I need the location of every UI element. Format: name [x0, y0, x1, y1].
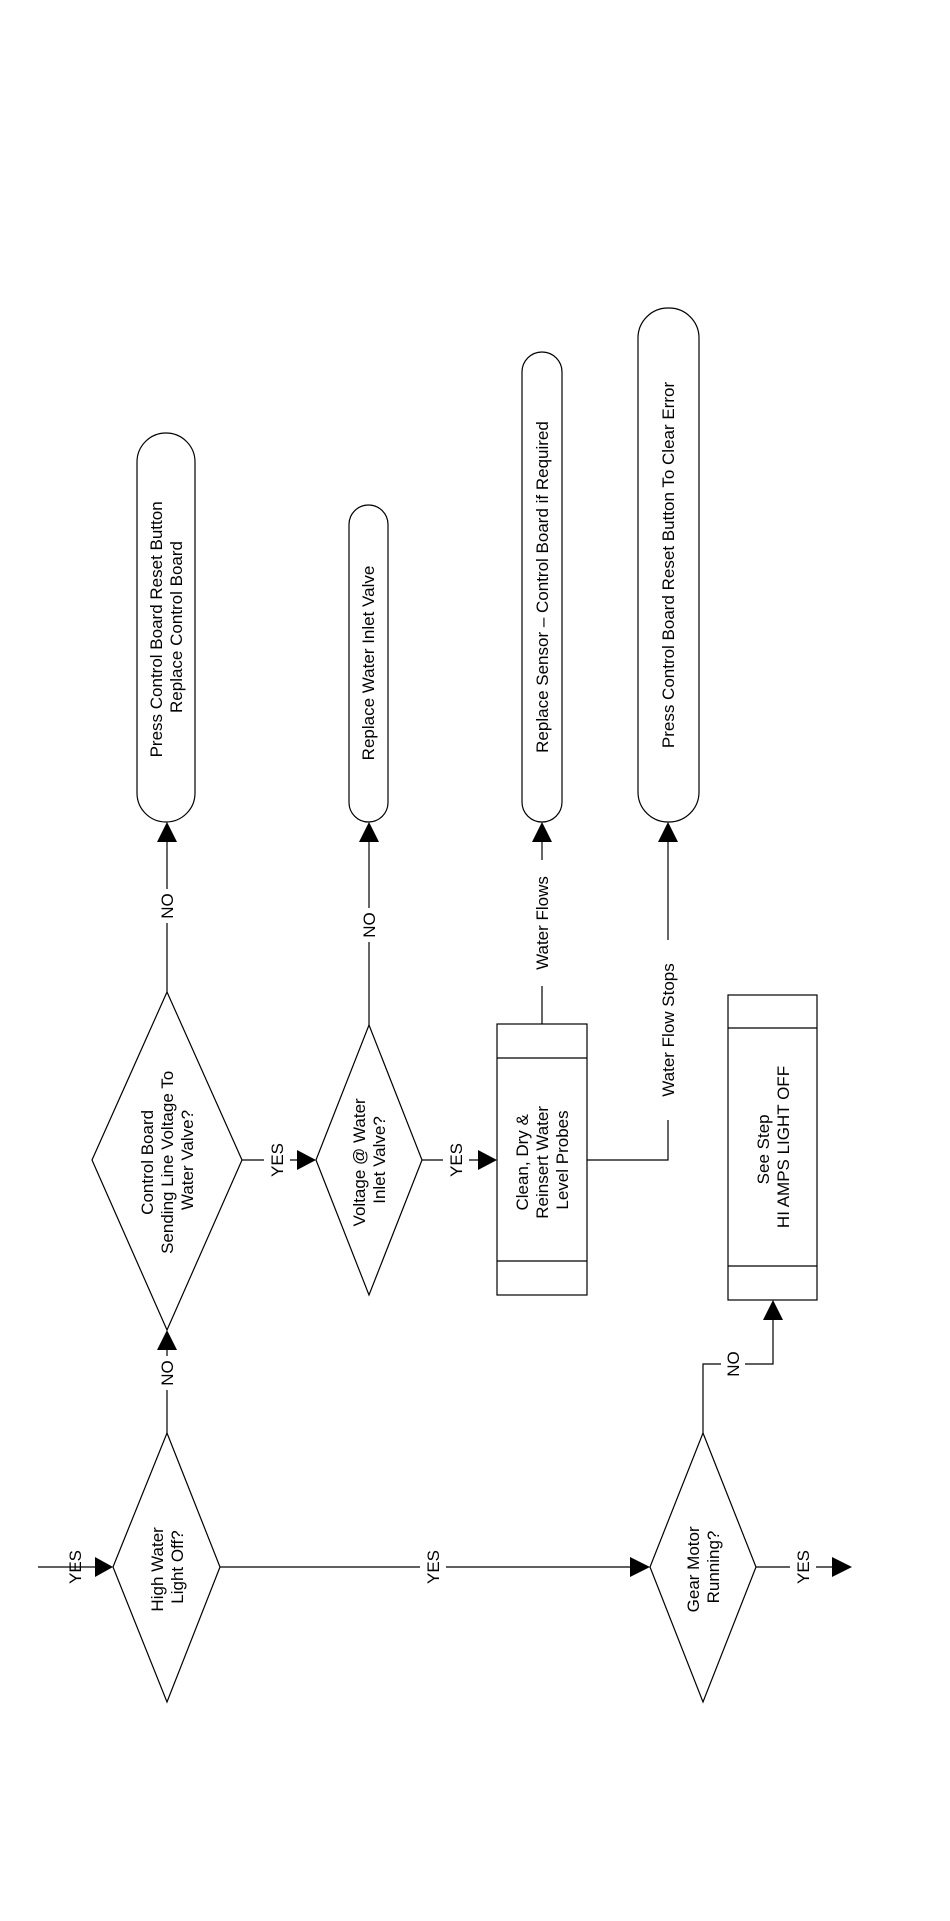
node-label: Voltage @ Water Inlet Valve?	[350, 1094, 389, 1227]
edge-vi-yes: YES	[422, 1135, 497, 1185]
edge-label-gm-no: NO	[724, 1351, 743, 1377]
edge-label-gm-yes: YES	[794, 1550, 813, 1584]
edge-label-vi-yes: YES	[447, 1143, 466, 1177]
edge-label-cb-no: NO	[158, 893, 177, 919]
edge-gm-yes: YES	[756, 1542, 852, 1592]
node-label-line: High Water	[148, 1527, 167, 1612]
node-label-line: Light Off?	[168, 1530, 187, 1603]
label-bg	[420, 1540, 446, 1594]
decision-diamond	[315, 1023, 423, 1297]
label-bg	[530, 860, 556, 986]
terminal-capsule	[348, 504, 389, 823]
edge-cb-yes: YES	[242, 1135, 316, 1185]
connector-line	[587, 832, 669, 1161]
arrow-head-icon	[359, 822, 379, 842]
node-label: Press Control Board Reset Button To Clea…	[659, 382, 678, 749]
arrow-head-icon	[157, 822, 177, 842]
edge-label-hw-yes: YES	[424, 1550, 443, 1584]
arrow-head-icon	[832, 1557, 852, 1577]
node-label-line: HI AMPS LIGHT OFF	[774, 1066, 793, 1228]
node-label-line: See Step	[754, 1114, 773, 1184]
node-label: Replace Water Inlet Valve	[359, 566, 378, 761]
decision-voltage-inlet[interactable]: Voltage @ Water Inlet Valve?	[315, 1023, 423, 1297]
decision-diamond	[91, 990, 243, 1332]
terminal-capsule	[136, 432, 196, 823]
label-bg	[721, 1352, 745, 1376]
edge-label-cb-yes: YES	[268, 1143, 287, 1177]
edge-label-entry: YES	[66, 1550, 85, 1584]
node-label-line: Voltage @ Water	[350, 1098, 369, 1226]
node-label-line: Replace Water Inlet Valve	[359, 566, 378, 761]
arrow-head-icon	[658, 822, 678, 842]
label-bg	[264, 1135, 290, 1185]
label-bg	[155, 1356, 179, 1390]
edge-entry: YES	[38, 1550, 113, 1584]
node-label-line: Water Valve?	[178, 1110, 197, 1210]
arrow-head-icon	[95, 1557, 113, 1577]
process-clean-probes[interactable]: Clean, Dry & Reinsert Water Level Probes	[496, 1023, 588, 1296]
node-label-line: Press Control Board Reset Button To Clea…	[659, 382, 678, 749]
node-label-line: Reinsert Water	[533, 1106, 552, 1219]
arrow-head-icon	[297, 1150, 316, 1170]
edge-cb-no: NO	[155, 822, 179, 992]
edge-label-cp-stops: Water Flow Stops	[659, 963, 678, 1097]
node-label: See Step HI AMPS LIGHT OFF	[754, 1066, 793, 1228]
arrow-head-icon	[630, 1557, 650, 1577]
node-label-line: Control Board	[138, 1110, 157, 1215]
label-bg	[155, 889, 179, 923]
node-label-line: Gear Motor	[684, 1526, 703, 1612]
decision-high-water[interactable]: High Water Light Off?	[112, 1431, 221, 1704]
node-label-line: Replace Control Board	[167, 541, 186, 713]
arrow-head-icon	[478, 1150, 497, 1170]
process-box	[496, 1023, 588, 1296]
decision-diamond	[649, 1431, 757, 1704]
edge-cp-stops: Water Flow Stops	[587, 822, 682, 1161]
edge-cp-flows: Water Flows	[530, 822, 556, 1024]
node-label-line: Inlet Valve?	[370, 1116, 389, 1204]
edge-gm-no: NO	[702, 1300, 783, 1433]
label-bg	[357, 908, 381, 942]
edge-vi-no: NO	[357, 822, 381, 1025]
edge-label-cp-flows: Water Flows	[533, 876, 552, 970]
arrow-head-icon	[763, 1300, 783, 1320]
edge-hw-no: NO	[155, 1330, 179, 1433]
label-bg	[656, 940, 682, 1120]
terminal-replace-control-board[interactable]: Press Control Board Reset Button Replace…	[136, 432, 196, 823]
edge-hw-yes: YES	[220, 1540, 650, 1594]
node-label-line: Sending Line Voltage To	[158, 1071, 177, 1254]
decision-gear-motor[interactable]: Gear Motor Running?	[649, 1431, 757, 1704]
process-box	[727, 994, 818, 1301]
node-label-line: Press Control Board Reset Button	[147, 501, 166, 757]
node-label-line: Level Probes	[553, 1110, 572, 1209]
label-bg	[790, 1542, 816, 1592]
node-label-line: Running?	[704, 1531, 723, 1604]
process-see-step[interactable]: See Step HI AMPS LIGHT OFF	[727, 994, 818, 1301]
node-label: Press Control Board Reset Button Replace…	[147, 497, 186, 758]
edge-label-hw-no: NO	[158, 1360, 177, 1386]
label-bg	[443, 1135, 469, 1185]
arrow-head-icon	[532, 822, 552, 842]
terminal-replace-inlet-valve[interactable]: Replace Water Inlet Valve	[348, 504, 389, 823]
terminal-capsule	[521, 351, 563, 823]
node-label-line: Clean, Dry &	[513, 1114, 532, 1211]
node-label: High Water Light Off?	[148, 1522, 187, 1611]
terminal-replace-sensor[interactable]: Replace Sensor – Control Board if Requir…	[521, 351, 563, 823]
node-label: Replace Sensor – Control Board if Requir…	[533, 421, 552, 753]
node-label-line: Replace Sensor – Control Board if Requir…	[533, 421, 552, 753]
node-label: Gear Motor Running?	[684, 1522, 723, 1613]
node-label: Control Board Sending Line Voltage To Wa…	[138, 1066, 197, 1254]
decision-diamond	[112, 1431, 221, 1704]
decision-control-board-voltage[interactable]: Control Board Sending Line Voltage To Wa…	[91, 990, 243, 1332]
node-label: Clean, Dry & Reinsert Water Level Probes	[513, 1101, 572, 1218]
arrow-head-icon	[157, 1330, 177, 1350]
edge-label-vi-no: NO	[360, 912, 379, 938]
terminal-capsule	[637, 307, 700, 823]
terminal-press-reset-clear[interactable]: Press Control Board Reset Button To Clea…	[637, 307, 700, 823]
